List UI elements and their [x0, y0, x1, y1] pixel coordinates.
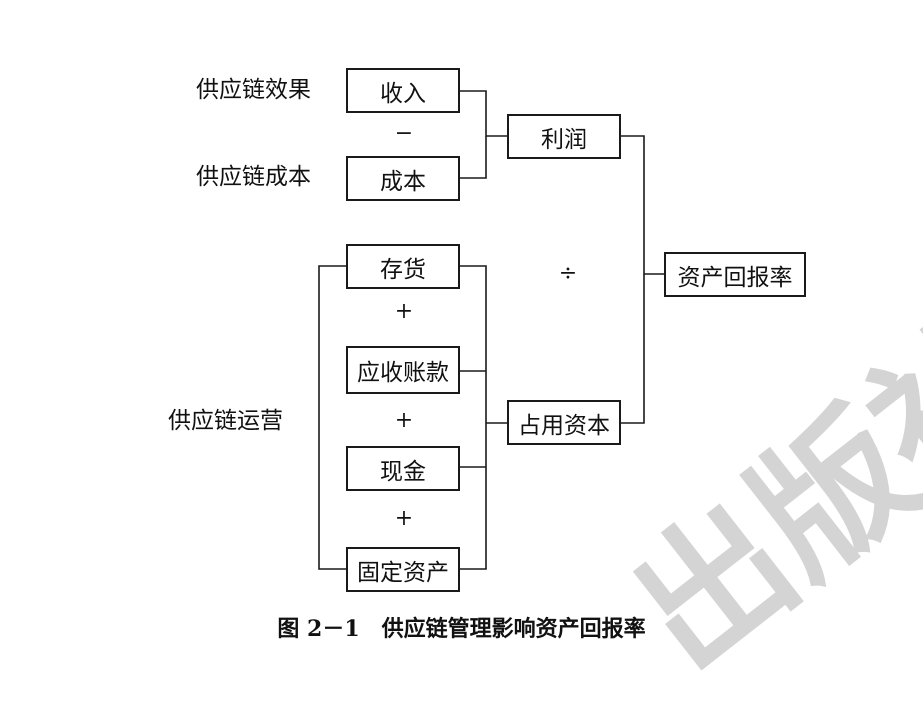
box-revenue: 收入 [346, 68, 460, 113]
connector-lines [318, 90, 665, 570]
label-supply-chain-effect: 供应链效果 [196, 77, 311, 103]
box-return-on-assets: 资产回报率 [664, 252, 806, 297]
bracket-operations [318, 265, 346, 570]
figure-caption: 图 2－1 供应链管理影响资产回报率 [277, 616, 646, 642]
connector-capital-roa [620, 274, 645, 424]
connector-profit-roa [620, 135, 665, 275]
box-capital-employed: 占用资本 [507, 400, 621, 445]
connector-revenue-profit [459, 90, 508, 137]
box-receivables: 应收账款 [346, 346, 460, 394]
box-cost: 成本 [346, 156, 460, 201]
connector-cost-profit [459, 136, 487, 179]
operator-minus: − [394, 121, 414, 146]
box-inventory: 存货 [346, 244, 460, 289]
operator-plus-3: + [394, 506, 414, 531]
operator-plus-1: + [394, 299, 414, 324]
box-cash: 现金 [346, 446, 460, 491]
box-fixed-assets: 固定资产 [346, 547, 460, 592]
label-supply-chain-operations: 供应链运营 [168, 408, 283, 434]
box-profit: 利润 [507, 114, 621, 159]
connector-assets-capital [459, 265, 487, 570]
operator-divide: ÷ [558, 261, 578, 286]
label-supply-chain-cost: 供应链成本 [196, 164, 311, 190]
operator-plus-2: + [394, 408, 414, 433]
